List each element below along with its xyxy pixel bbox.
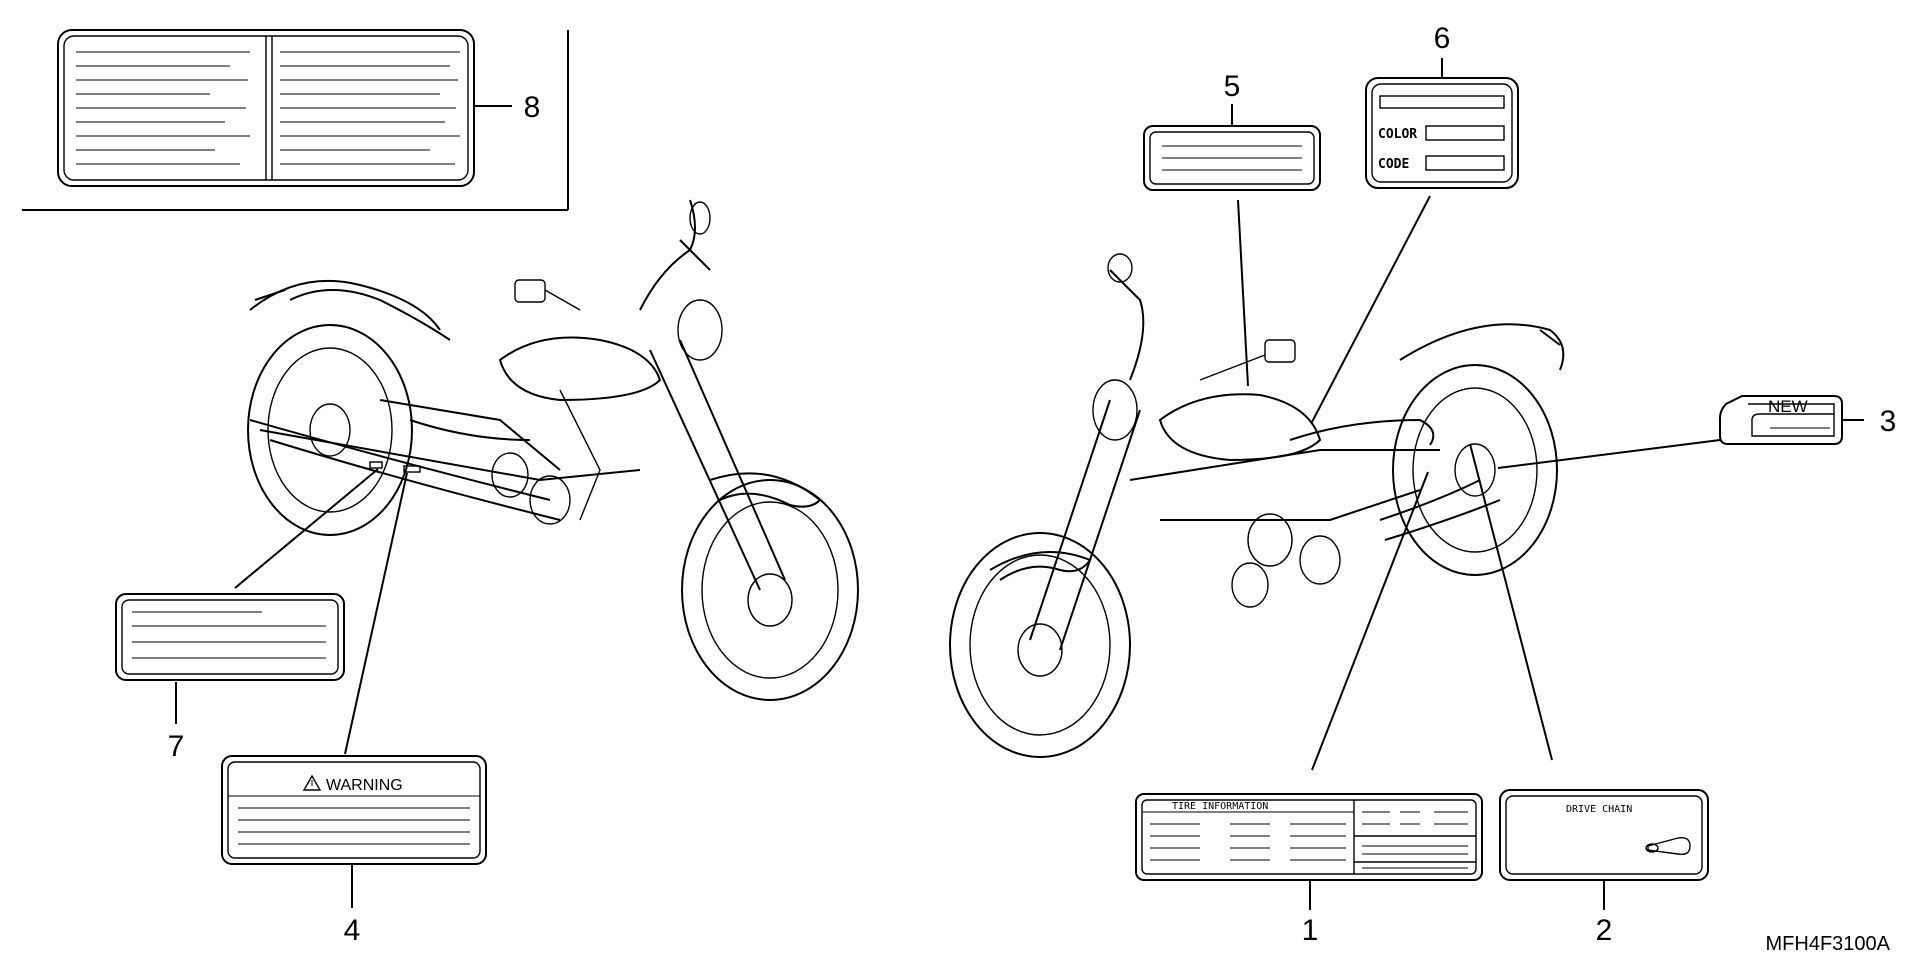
motorcycle-left-view: [247, 199, 859, 701]
label-4-warning-text: WARNING: [326, 777, 403, 794]
label-5-decal: [1143, 104, 1321, 387]
callout-2: 2: [1596, 914, 1613, 947]
motorcycle-right-view: [949, 253, 1565, 758]
label-2-drive-chain-decal: [1469, 443, 1709, 910]
label-3-new-decal: [1497, 395, 1864, 469]
label-6-color-code-decal: [1311, 58, 1519, 423]
label-1-tire-information-decal: [1135, 471, 1483, 910]
callout-7: 7: [168, 730, 185, 763]
label-1-header-text: TIRE INFORMATION: [1172, 801, 1268, 812]
label-4-warning-decal: [221, 472, 487, 908]
callout-5: 5: [1224, 70, 1241, 103]
inset-frame: [22, 30, 569, 211]
label-6-code-text: CODE: [1378, 157, 1409, 172]
label-8-decal: [57, 29, 512, 187]
chain-adjuster-icon: [1645, 836, 1691, 856]
callout-4: 4: [344, 914, 361, 947]
callout-6: 6: [1434, 22, 1451, 55]
label-2-drive-chain-text: DRIVE CHAIN: [1566, 804, 1632, 815]
warning-triangle-icon: [302, 774, 322, 791]
callout-8: 8: [524, 91, 541, 124]
label-7-decal: [115, 468, 379, 724]
label-3-new-text: NEW: [1768, 397, 1808, 416]
label-6-color-text: COLOR: [1378, 127, 1417, 142]
diagram-code: MFH4F3100A: [1766, 933, 1891, 955]
callout-3: 3: [1880, 405, 1897, 438]
callout-1: 1: [1302, 914, 1319, 947]
